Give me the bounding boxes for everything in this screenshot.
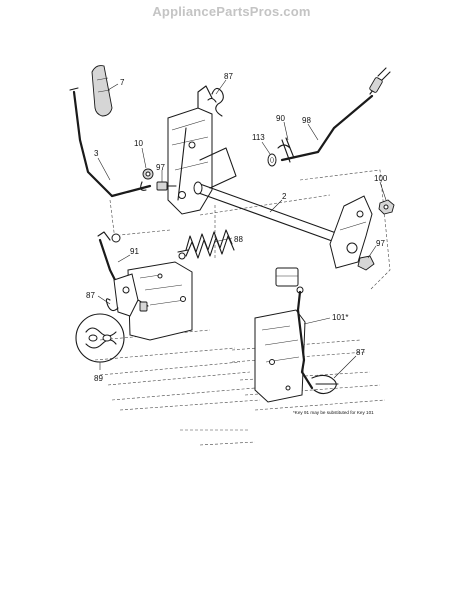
spring-88 [177, 229, 235, 260]
callout-labels: 7 87 3 10 97 113 90 98 2 100 88 97 91 87… [86, 72, 388, 415]
callout-10: 10 [134, 139, 143, 148]
left-support-plate [127, 261, 193, 341]
bolt-97-upper [156, 181, 177, 191]
nut-100 [378, 199, 395, 215]
lift-lever-knob [91, 65, 113, 117]
callout-98: 98 [302, 116, 311, 125]
right-support-plate [254, 309, 306, 403]
spring-10 [140, 168, 154, 191]
footnote: *Key 91 may be substituted for Key 101 [293, 410, 374, 415]
callout-87-left: 87 [86, 291, 95, 300]
washer-113 [267, 153, 277, 167]
callout-7: 7 [120, 78, 125, 87]
callout-3: 3 [94, 149, 99, 158]
leader-lines [97, 79, 387, 379]
callout-97-upper: 97 [156, 163, 165, 172]
lift-lever [69, 87, 152, 198]
hairpin-87-bottom [311, 374, 339, 395]
callout-2: 2 [282, 192, 287, 201]
callout-97-right: 97 [376, 239, 385, 248]
callout-113: 113 [252, 133, 265, 142]
callout-87-top: 87 [224, 72, 233, 81]
left-lift-arm [113, 273, 149, 317]
right-pivot-bracket [329, 195, 373, 269]
site-header: AppliancePartsPros.com [152, 4, 311, 19]
deck-outline [94, 169, 391, 446]
cross-shaft-2 [193, 181, 351, 247]
lift-rod-98 [280, 67, 391, 162]
main-bracket [167, 85, 237, 215]
callout-90: 90 [276, 114, 285, 123]
lift-link-101 [275, 267, 314, 390]
hairpin-87-top [207, 87, 224, 117]
callout-89: 89 [94, 374, 103, 383]
detail-circle-89 [75, 313, 125, 363]
callout-101: 101* [332, 313, 348, 322]
callout-88: 88 [234, 235, 243, 244]
callout-91: 91 [130, 247, 139, 256]
callout-87-bottom: 87 [356, 348, 365, 357]
bolt-97-right [357, 255, 375, 271]
callout-100: 100 [374, 174, 388, 183]
hairpin-87-left [105, 298, 119, 312]
